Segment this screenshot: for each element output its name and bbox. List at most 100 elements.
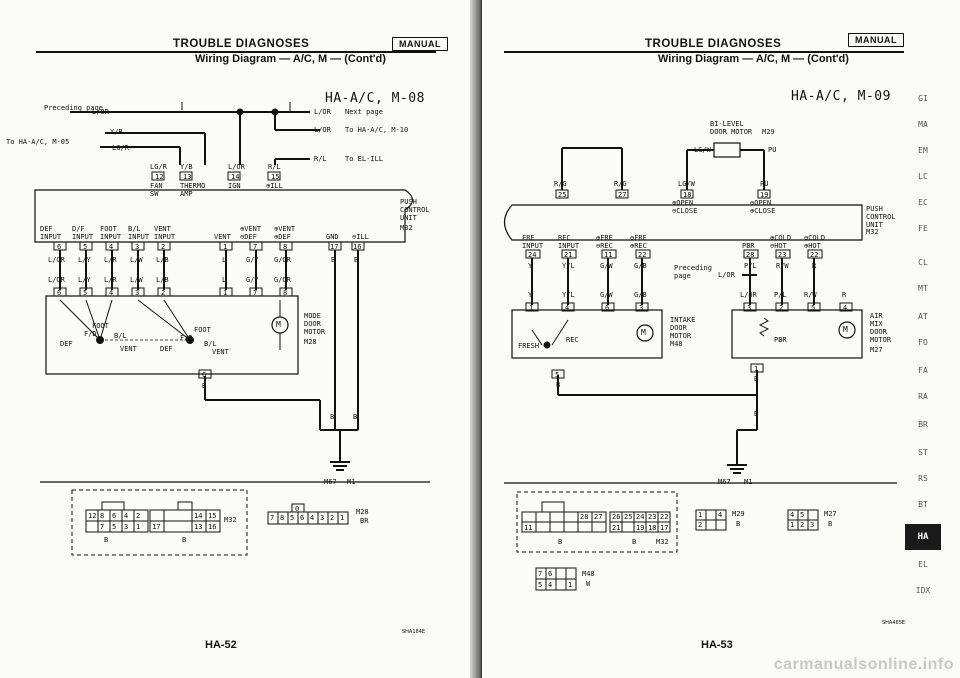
right-lower-wire: P/L: [774, 291, 787, 299]
left-connector-pin: 12: [88, 512, 97, 520]
left-output-label: VENT: [214, 233, 231, 241]
section-tab-el[interactable]: EL: [918, 560, 928, 569]
section-tab-rs[interactable]: RS: [918, 474, 928, 483]
right-wiring-diagram: [503, 142, 897, 591]
right-lower-wire: L/OR: [740, 291, 757, 299]
section-tab-ma[interactable]: MA: [918, 120, 928, 129]
right-c4-pin: 5: [538, 581, 543, 589]
section-tab-idx[interactable]: IDX: [915, 586, 931, 595]
right-c1-pin: 28: [580, 513, 589, 521]
right-c2-color: B: [736, 520, 741, 528]
section-tab-fo[interactable]: FO: [918, 338, 928, 347]
left-output-wire: B: [354, 256, 359, 264]
right-bilevel-code: M29: [762, 128, 775, 136]
left-to-ill-note: To EL-ILL: [345, 155, 383, 163]
section-tab-at[interactable]: AT: [918, 312, 928, 321]
right-c3-pin: 3: [810, 521, 815, 529]
right-c4-color: W: [586, 580, 591, 588]
left-motor-label: DEF: [60, 340, 73, 348]
left-terminal-label: ⊕ILL: [266, 182, 283, 190]
right-c1-pin: 19: [636, 524, 645, 532]
right-c1-pin: 25: [624, 513, 633, 521]
left-ground-wire: B: [202, 382, 207, 390]
right-c3-pin: 5: [800, 511, 805, 519]
left-wire-label: LG/R: [112, 144, 129, 152]
section-tab-gi[interactable]: GI: [918, 94, 928, 103]
right-input-wire: R: [812, 262, 817, 270]
section-tab-ra[interactable]: RA: [918, 392, 928, 401]
left-terminal-pin: 15: [271, 173, 280, 181]
right-terminal-label: ⊖OPEN ⊕CLOSE: [750, 199, 776, 215]
right-c1-pin: 17: [660, 524, 669, 532]
right-c1-color: B: [632, 538, 637, 546]
right-header-rule: [504, 51, 904, 53]
section-tab-fe[interactable]: FE: [918, 224, 928, 233]
right-ground-code: M1: [744, 478, 753, 486]
left-motor-label: F/D: [180, 334, 193, 342]
left-output-pin: 8: [283, 243, 288, 251]
intake-motor-symbol-m: M: [641, 328, 646, 337]
airmix-motor-symbol-m: M: [843, 325, 848, 334]
right-ground-code: M67: [718, 478, 731, 486]
left-output-label: GND: [326, 233, 339, 241]
left-output-label: ⊖ILL: [352, 233, 369, 241]
right-lower-wire: Y/L: [562, 291, 575, 299]
right-page-number: HA-53: [701, 639, 733, 651]
left-output-wire: B: [331, 256, 336, 264]
left-wire-label: L/OR: [314, 126, 331, 134]
left-ground-wire: B: [330, 413, 335, 421]
right-page-title: TROUBLE DIAGNOSES: [645, 38, 782, 50]
right-intake-code: M48: [670, 340, 683, 348]
section-tab-st[interactable]: ST: [918, 448, 928, 457]
left-terminal-label: IGN: [228, 182, 241, 190]
left-c3-pin: 8: [280, 514, 285, 522]
left-c3-pin: 6: [300, 514, 305, 522]
section-tab-lc[interactable]: LC: [918, 172, 928, 181]
right-c1-pin: 18: [648, 524, 657, 532]
left-motor-label: B/L: [114, 332, 127, 340]
left-input-wire: L/Y: [78, 256, 91, 264]
right-c1-color: B: [558, 538, 563, 546]
right-input-label: ⊖FRE ⊕REC: [630, 234, 647, 250]
left-motor-label: DEF: [160, 345, 173, 353]
right-lower-wire: R/W: [804, 291, 817, 299]
right-airmix-code: M27: [870, 346, 883, 354]
right-c1-pin: 11: [524, 524, 533, 532]
right-c2-code: M29: [732, 510, 745, 518]
left-header-rule: [36, 51, 436, 53]
left-connector-pin: 5: [112, 523, 117, 531]
section-tab-cl[interactable]: CL: [918, 258, 928, 267]
left-motor-label: B/L: [204, 340, 217, 348]
left-input-label: DEF INPUT: [40, 225, 62, 241]
section-tab-br[interactable]: BR: [918, 420, 928, 429]
left-input-wire: L/B: [156, 256, 169, 264]
section-tab-fa[interactable]: FA: [918, 366, 928, 375]
left-terminal-pin: 13: [183, 173, 192, 181]
left-to-ha10-note: To HA-A/C, M-10: [345, 126, 409, 134]
left-c3-pin: 7: [270, 514, 275, 522]
right-c1-pin: 27: [594, 513, 603, 521]
section-tab-ec[interactable]: EC: [918, 198, 928, 207]
section-tab-ha-active[interactable]: HA: [905, 524, 941, 550]
right-c3-pin: 4: [790, 511, 795, 519]
section-tab-mt[interactable]: MT: [918, 284, 928, 293]
watermark: carmanualsonline.info: [773, 656, 954, 673]
left-motor-pin: 8: [283, 289, 288, 297]
right-input-pin: 11: [604, 251, 613, 259]
left-output-wire: G/OR: [274, 276, 291, 284]
left-connector-pin: 7: [100, 523, 105, 531]
right-c1-code: M32: [656, 538, 669, 546]
right-c2-pin: 2: [698, 521, 703, 529]
section-tab-em[interactable]: EM: [918, 146, 928, 155]
left-motor-label: VENT: [212, 348, 229, 356]
section-tab-bt[interactable]: BT: [918, 500, 928, 509]
right-lower-pin: 3: [639, 304, 644, 312]
left-ground-code: M1: [347, 478, 356, 486]
right-page: TROUBLE DIAGNOSES MANUAL Wiring Diagram …: [482, 0, 960, 678]
left-c3-code: M28: [356, 508, 369, 516]
right-unit-code: M32: [866, 228, 879, 236]
right-lower-pin: 4: [565, 304, 570, 312]
left-ground-pin: 6: [202, 371, 207, 379]
left-next-page-note: Next page: [345, 108, 383, 116]
right-c4-pin: 1: [568, 581, 573, 589]
